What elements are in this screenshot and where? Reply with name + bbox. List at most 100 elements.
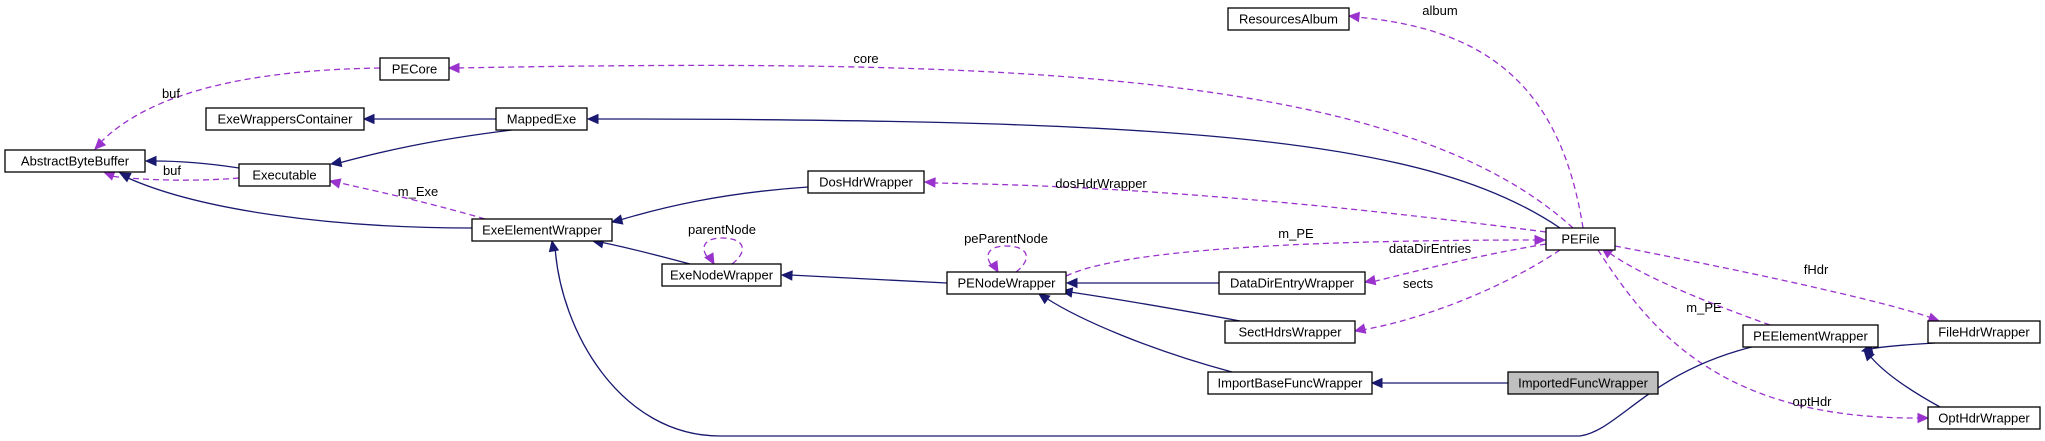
inheritance-edge-pe-file-to-mapped-exe	[586, 113, 1561, 229]
usage-edge-pe-file-to-resources-album-line	[1355, 16, 1584, 229]
inheritance-edge-exe-element-wrapper-to-abstract-byte-buffer	[118, 172, 473, 229]
usage-edge-pe-file-to-sect-hdrs-wrapper-arrowhead	[1353, 323, 1367, 334]
inheritance-edge-opt-hdr-wrapper-to-pe-element-wrapper	[1863, 349, 1941, 408]
class-node-label: ImportedFuncWrapper	[1518, 376, 1648, 391]
class-node-sect-hdrs-wrapper[interactable]: SectHdrsWrapper	[1224, 320, 1356, 344]
usage-edge-executable-to-abstract-byte-buffer-line	[109, 175, 240, 181]
class-node-box	[807, 170, 925, 194]
usage-edge-pe-file-to-dos-hdr-wrapper-line	[931, 182, 1547, 233]
class-node-label: AbstractByteBuffer	[21, 154, 130, 169]
class-node-label: ResourcesAlbum	[1239, 12, 1338, 27]
usage-edge-pe-file-to-dos-hdr-wrapper-arrowhead	[923, 177, 936, 188]
inheritance-edge-pe-element-wrapper-to-exe-element-wrapper-line	[554, 245, 1761, 437]
inheritance-edge-executable-to-abstract-byte-buffer-line	[153, 160, 240, 169]
class-node-box	[238, 163, 331, 187]
class-node-label: PEFile	[1561, 232, 1599, 247]
class-node-exe-node-wrapper[interactable]: ExeNodeWrapper	[661, 263, 782, 287]
class-node-exe-element-wrapper[interactable]: ExeElementWrapper	[471, 218, 613, 242]
class-node-pe-core[interactable]: PECore	[379, 57, 450, 81]
usage-edge-pe-file-to-file-hdr-wrapper	[1614, 245, 1941, 323]
usage-edge-pe-node-wrapper-to-pe-file-line	[1065, 239, 1539, 277]
class-node-label: PEElementWrapper	[1753, 329, 1868, 344]
usage-edge-pe-file-to-pe-core-arrowhead	[447, 62, 460, 74]
edge-label-sects: sects	[1403, 276, 1434, 291]
usage-edge-pe-node-wrapper-to-pe-node-wrapper-line	[987, 245, 1027, 273]
class-node-label: ExeNodeWrapper	[670, 268, 774, 283]
class-node-pe-node-wrapper[interactable]: PENodeWrapper	[946, 271, 1067, 295]
inheritance-edge-pe-element-wrapper-to-exe-element-wrapper-arrowhead	[548, 239, 560, 253]
class-node-box	[471, 218, 613, 242]
class-node-label: Executable	[252, 168, 316, 183]
inheritance-edge-exe-element-wrapper-to-abstract-byte-buffer-arrowhead	[118, 172, 132, 183]
inheritance-edge-mapped-exe-to-executable	[329, 129, 513, 168]
nodes-layer: ResourcesAlbumPECoreExeWrappersContainer…	[4, 7, 2041, 430]
usage-edge-pe-file-to-opt-hdr-wrapper-arrowhead	[1917, 412, 1930, 424]
inheritance-edge-import-base-func-wrapper-to-pe-node-wrapper-arrowhead	[1037, 293, 1051, 305]
inheritance-edge-import-base-func-wrapper-to-pe-node-wrapper	[1037, 293, 1233, 373]
edge-label-m-pe: m_PE	[1686, 300, 1722, 315]
class-node-box	[1742, 324, 1879, 348]
class-node-exe-wrappers-container[interactable]: ExeWrappersContainer	[205, 107, 365, 131]
edge-label-f-hdr: fHdr	[1804, 262, 1829, 277]
class-node-label: PECore	[392, 62, 438, 77]
edge-labels-layer: albumcorebufbufm_ExedosHdrWrapperparentN…	[162, 3, 1832, 409]
class-node-box	[205, 107, 365, 131]
usage-edge-exe-element-wrapper-to-executable	[328, 178, 486, 220]
class-node-resources-album[interactable]: ResourcesAlbum	[1227, 7, 1350, 31]
class-node-data-dir-entry-wrapper[interactable]: DataDirEntryWrapper	[1218, 271, 1366, 295]
edge-label-data-dir-entries: dataDirEntries	[1389, 241, 1472, 256]
class-node-label: OptHdrWrapper	[1938, 411, 2030, 426]
usage-edge-pe-core-to-abstract-byte-buffer-line	[99, 67, 381, 144]
class-node-executable[interactable]: Executable	[238, 163, 331, 187]
usage-edge-pe-core-to-abstract-byte-buffer-arrowhead	[94, 137, 107, 150]
inheritance-edge-dos-hdr-wrapper-to-exe-element-wrapper	[610, 186, 809, 225]
usage-edge-pe-file-to-opt-hdr-wrapper	[1597, 249, 1930, 424]
edge-label-core: core	[853, 51, 878, 66]
inheritance-edge-exe-node-wrapper-to-exe-element-wrapper	[591, 238, 691, 265]
edge-label-album: album	[1422, 3, 1457, 18]
inheritance-edge-executable-to-abstract-byte-buffer-arrowhead	[144, 155, 157, 167]
inheritance-edge-executable-to-abstract-byte-buffer	[144, 155, 240, 169]
class-node-box	[495, 107, 588, 131]
usage-edge-exe-element-wrapper-to-executable-line	[335, 181, 486, 220]
class-node-box	[1507, 371, 1659, 395]
class-node-box	[1927, 320, 2041, 344]
class-node-label: FileHdrWrapper	[1938, 325, 2030, 340]
usage-edge-pe-file-to-resources-album-arrowhead	[1347, 11, 1360, 23]
class-node-dos-hdr-wrapper[interactable]: DosHdrWrapper	[807, 170, 925, 194]
class-node-box	[379, 57, 450, 81]
class-node-imported-func-wrapper[interactable]: ImportedFuncWrapper	[1507, 371, 1659, 395]
class-node-import-base-func-wrapper[interactable]: ImportBaseFuncWrapper	[1207, 371, 1373, 395]
usage-edge-pe-node-wrapper-to-pe-node-wrapper	[987, 245, 1027, 274]
class-node-pe-file[interactable]: PEFile	[1545, 227, 1616, 251]
usage-edge-pe-file-to-resources-album	[1347, 11, 1584, 229]
edges-layer	[94, 11, 1941, 437]
edge-label-m-exe: m_Exe	[398, 184, 438, 199]
class-node-opt-hdr-wrapper[interactable]: OptHdrWrapper	[1927, 406, 2041, 430]
usage-edge-pe-file-to-sect-hdrs-wrapper-line	[1361, 249, 1561, 331]
edge-label-buf: buf	[163, 163, 181, 178]
inheritance-edge-dos-hdr-wrapper-to-exe-element-wrapper-line	[619, 186, 809, 221]
usage-edge-pe-file-to-data-dir-entry-wrapper-arrowhead	[1363, 274, 1377, 286]
usage-edge-pe-node-wrapper-to-pe-file	[1065, 234, 1547, 277]
inheritance-edge-pe-node-wrapper-to-exe-node-wrapper	[780, 270, 948, 284]
inheritance-edge-pe-file-to-mapped-exe-arrowhead	[586, 113, 599, 125]
edge-label-m-pe: m_PE	[1278, 226, 1314, 241]
usage-edge-pe-file-to-file-hdr-wrapper-line	[1614, 245, 1933, 319]
class-node-box	[1927, 406, 2041, 430]
usage-edge-pe-file-to-data-dir-entry-wrapper	[1363, 243, 1547, 286]
inheritance-edge-data-dir-entry-wrapper-to-pe-node-wrapper-arrowhead	[1065, 277, 1078, 289]
inheritance-edge-pe-element-wrapper-to-exe-element-wrapper	[548, 239, 1761, 437]
class-node-label: SectHdrsWrapper	[1238, 325, 1342, 340]
class-node-abstract-byte-buffer[interactable]: AbstractByteBuffer	[4, 149, 146, 173]
inheritance-edge-opt-hdr-wrapper-to-pe-element-wrapper-line	[1869, 355, 1941, 408]
inheritance-edge-pe-file-to-mapped-exe-line	[595, 118, 1561, 229]
usage-edge-pe-file-to-data-dir-entry-wrapper-line	[1371, 243, 1547, 283]
usage-edge-pe-core-to-abstract-byte-buffer	[94, 67, 381, 150]
edge-label-buf: buf	[162, 86, 180, 101]
class-node-mapped-exe[interactable]: MappedExe	[495, 107, 588, 131]
class-node-pe-element-wrapper[interactable]: PEElementWrapper	[1742, 324, 1879, 348]
usage-edge-exe-node-wrapper-to-exe-node-wrapper	[703, 237, 743, 266]
class-node-file-hdr-wrapper[interactable]: FileHdrWrapper	[1927, 320, 2041, 344]
